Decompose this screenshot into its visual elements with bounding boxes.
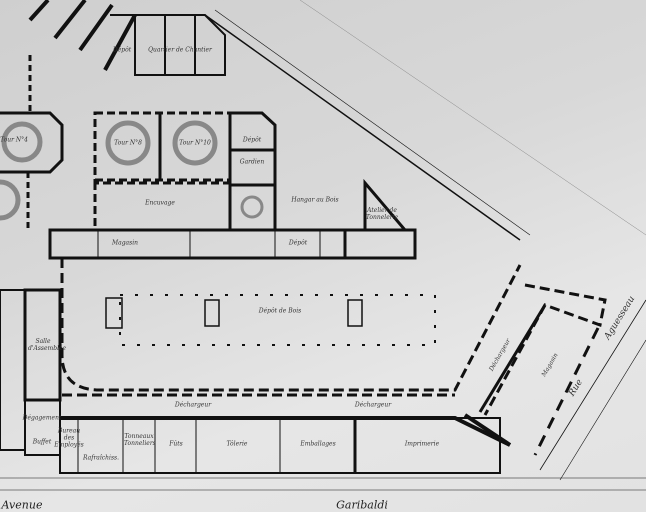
label-encuvage: Encuvage xyxy=(145,199,175,207)
label-bureau: Bureau des Employés xyxy=(54,427,84,449)
label-futs: Fûts xyxy=(169,440,183,448)
label-tour-8: Tour N°8 xyxy=(114,139,142,147)
label-gardien: Gardien xyxy=(239,158,265,166)
label-emballages: Emballages xyxy=(300,440,336,448)
label-dechargeur-1: Déchargeur xyxy=(174,401,212,409)
label-imprimerie: Imprimerie xyxy=(404,440,440,448)
label-buffet: Buffet xyxy=(32,438,52,446)
label-quartier: Quartier de Chantier xyxy=(148,46,212,54)
label-magasin: Magasin xyxy=(111,239,139,247)
rail-line xyxy=(204,14,521,241)
label-depot-mid: Dépôt xyxy=(288,239,308,247)
label-salle: Salle d'Assemblée xyxy=(28,338,67,352)
label-tour-10: Tour N°10 xyxy=(179,139,211,147)
label-dechargeur-2: Déchargeur xyxy=(354,401,392,409)
street-garibaldi: Garibaldi xyxy=(336,498,388,512)
label-hangar: Hangar au Bois xyxy=(291,196,339,204)
street-avenue: Avenue xyxy=(1,498,43,512)
label-degagement: Dégagement xyxy=(22,414,62,422)
label-tour-left: Tour N°4 xyxy=(0,136,28,144)
label-tolerie: Tôlerie xyxy=(226,440,248,448)
label-tonneaux: Tonneaux Tonneliers xyxy=(124,433,156,447)
label-depot-top: Dépôt xyxy=(242,136,262,144)
label-rafraich: Rafraîchiss. xyxy=(82,454,120,462)
label-atelier: Atelier de Tonnelerie xyxy=(365,207,399,221)
label-depot-top2: Dépôt xyxy=(112,46,132,54)
label-depot-bois: Dépôt de Bois xyxy=(258,307,302,315)
